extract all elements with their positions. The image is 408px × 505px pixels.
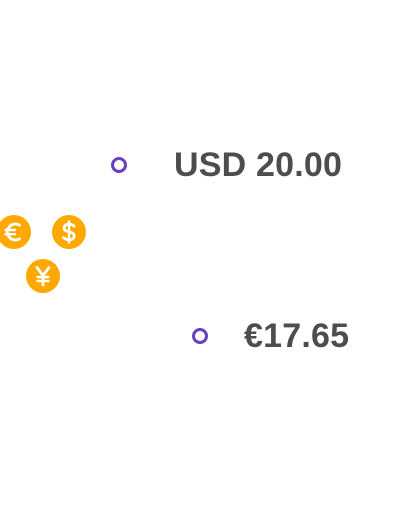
euro-coin-icon [0, 215, 31, 249]
source-amount-row: USD 20.00 [111, 145, 342, 185]
target-amount: €17.65 [244, 316, 350, 355]
dollar-coin-icon [52, 215, 86, 249]
source-amount: USD 20.00 [174, 145, 343, 184]
target-amount-row: €17.65 [192, 316, 349, 356]
source-marker-icon [111, 157, 127, 173]
yen-coin-icon [26, 259, 60, 293]
target-marker-icon [192, 328, 208, 344]
